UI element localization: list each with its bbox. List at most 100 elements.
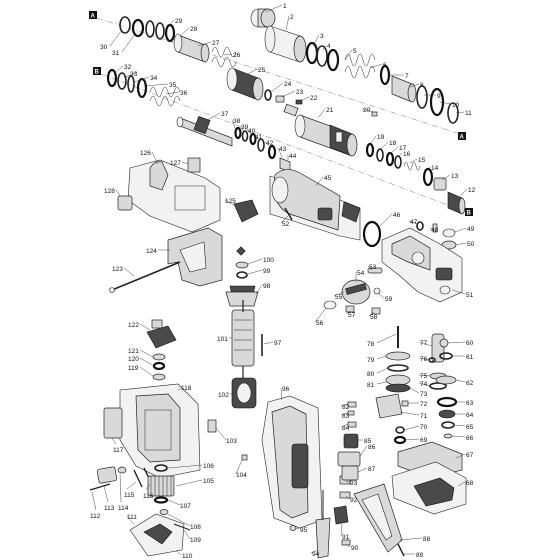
- chuck-cover-2: [264, 25, 307, 63]
- callout-labels: 1234567891011121314151617181920212223242…: [90, 3, 476, 560]
- bracket-127: [187, 157, 201, 173]
- callout-10: 10: [452, 102, 460, 109]
- callout-113: 113: [104, 505, 115, 512]
- svg-text:B: B: [95, 70, 100, 76]
- callout-96: 96: [282, 386, 290, 393]
- callout-38: 38: [233, 118, 241, 125]
- callout-13: 13: [451, 173, 459, 180]
- callout-48: 48: [431, 227, 439, 234]
- callout-72: 72: [420, 401, 428, 408]
- callout-122: 122: [128, 322, 139, 329]
- callout-5: 5: [353, 48, 357, 55]
- seal-47-48: [416, 221, 438, 233]
- callout-59: 59: [385, 296, 393, 303]
- barrel-rings-32-36: [106, 68, 181, 107]
- washer-69-70: [393, 426, 407, 445]
- ref-marker-b-right: B: [465, 208, 473, 217]
- leader-lines: [91, 4, 468, 556]
- callout-18: 18: [389, 140, 397, 147]
- callout-3: 3: [320, 33, 324, 40]
- callout-9: 9: [437, 93, 441, 100]
- callout-4: 4: [327, 43, 331, 50]
- retaining-sleeve-27: [173, 33, 210, 63]
- callout-112: 112: [90, 513, 101, 520]
- callout-127: 127: [170, 160, 181, 167]
- screw-89: [397, 543, 405, 557]
- callout-126: 126: [140, 150, 151, 157]
- callout-120: 120: [128, 356, 139, 363]
- callout-75: 75: [420, 373, 428, 380]
- callout-20: 20: [363, 107, 371, 114]
- front-rings-3-11: [305, 41, 459, 124]
- gear-shaft-78: [385, 326, 411, 393]
- callout-61: 61: [466, 354, 474, 361]
- callout-87: 87: [368, 466, 376, 473]
- side-handle-124: [167, 227, 223, 287]
- callout-60: 60: [466, 340, 474, 347]
- callout-97: 97: [274, 340, 282, 347]
- plate-113: [96, 466, 118, 484]
- callout-7: 7: [405, 73, 409, 80]
- callout-8: 8: [420, 82, 424, 89]
- main-handle-96: [261, 395, 323, 529]
- callout-66: 66: [466, 435, 474, 442]
- callout-63: 63: [466, 400, 474, 407]
- callout-54: 54: [357, 270, 365, 277]
- callout-24: 24: [284, 81, 292, 88]
- callout-37: 37: [221, 111, 229, 118]
- callout-88: 88: [423, 536, 431, 543]
- callout-50: 50: [467, 241, 475, 248]
- callout-79: 79: [367, 357, 375, 364]
- callout-57: 57: [348, 312, 356, 319]
- callout-70: 70: [420, 424, 428, 431]
- callout-77: 77: [420, 340, 428, 347]
- callout-93: 93: [350, 480, 358, 487]
- mode-knob-55: [323, 267, 383, 315]
- coil-spring-26: [211, 46, 237, 68]
- callout-99: 99: [263, 268, 271, 275]
- callout-28: 28: [190, 26, 198, 33]
- callout-47: 47: [410, 219, 418, 226]
- rings-119-121: [152, 353, 166, 381]
- svg-text:A: A: [460, 135, 465, 141]
- callout-69: 69: [420, 437, 428, 444]
- base-cover-111: [129, 513, 185, 557]
- callout-29: 29: [175, 18, 183, 25]
- callout-44: 44: [289, 153, 297, 160]
- callout-33: 33: [130, 71, 138, 78]
- callout-76: 76: [420, 356, 428, 363]
- clutch-cam-25: [226, 67, 264, 101]
- front-cap-1: [250, 8, 276, 28]
- callout-22: 22: [310, 95, 318, 102]
- callout-111: 111: [127, 514, 137, 521]
- ref-marker-b-left: B: [93, 67, 101, 76]
- callout-102: 102: [218, 392, 229, 399]
- side-cover-125: [127, 159, 221, 233]
- switch-block-128: [117, 195, 133, 211]
- ref-marker-a-top-left: A: [89, 11, 97, 20]
- callout-84: 84: [342, 425, 350, 432]
- gear-housing-45: [269, 169, 361, 241]
- clamp-parts-90-93: [333, 475, 351, 546]
- callout-1: 1: [283, 3, 287, 10]
- callout-90: 90: [351, 545, 359, 552]
- callout-19: 19: [377, 134, 385, 141]
- callout-11: 11: [465, 110, 472, 117]
- field-102: [231, 377, 257, 409]
- callout-85: 85: [364, 438, 372, 445]
- washers-49-50: [441, 228, 457, 250]
- callout-98: 98: [263, 283, 271, 290]
- callout-106: 106: [203, 463, 214, 470]
- callout-56: 56: [316, 320, 324, 327]
- screw-52: [284, 207, 293, 221]
- callout-78: 78: [367, 341, 375, 348]
- callout-40: 40: [248, 128, 256, 135]
- callout-100: 100: [263, 257, 274, 264]
- callout-115: 115: [124, 492, 135, 499]
- callout-51: 51: [466, 292, 474, 299]
- striker-shaft-37: [176, 115, 233, 147]
- callout-21: 21: [326, 107, 334, 114]
- screw-95: [289, 525, 297, 531]
- small-parts-103-104: [207, 419, 248, 461]
